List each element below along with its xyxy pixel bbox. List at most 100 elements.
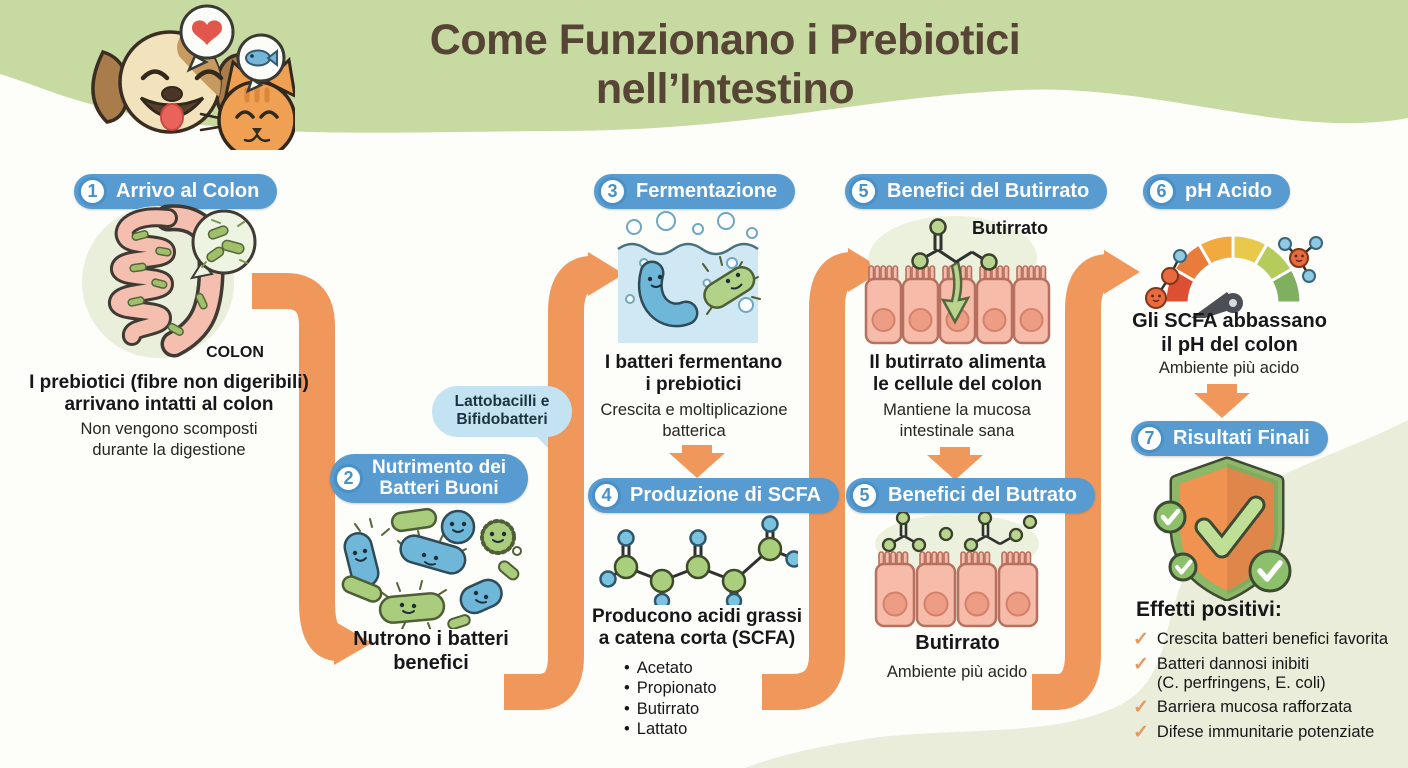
step3-sub-line2: batterica bbox=[662, 421, 726, 440]
step3-caption: I batteri fermentano i prebiotici bbox=[586, 352, 801, 397]
list-item: • Lattato bbox=[624, 720, 688, 739]
list-item: • Propionato bbox=[624, 679, 717, 698]
arrow-step2-to-step3 bbox=[504, 256, 594, 710]
shield-big-check-icon bbox=[1197, 498, 1263, 556]
magnifier-bacteria-icon bbox=[189, 209, 257, 280]
step4-title: Produzione di SCFA bbox=[630, 484, 822, 506]
step2-bold-line1: Nutrono i batteri bbox=[353, 628, 509, 650]
colon-cells-acid-illustration bbox=[874, 512, 1039, 628]
step5a-number-badge: 5 bbox=[849, 177, 878, 206]
page-title: Come Funzionano i Prebiotici nell’Intest… bbox=[429, 16, 1021, 113]
scfa-molecules-icon bbox=[881, 512, 1038, 553]
step3-sub-line1: Crescita e moltiplicazione bbox=[600, 401, 788, 419]
butyrate-down-arrow-icon bbox=[940, 259, 971, 325]
scfa-bullet-list: • Acetato • Propionato • Butirrato • Lat… bbox=[624, 658, 717, 740]
step7-header: 7 Risultati Finali bbox=[1131, 421, 1328, 456]
step3-subcaption: Crescita e moltiplicazione batterica bbox=[578, 400, 810, 441]
step5a-header: 5 Benefici del Butirrato bbox=[845, 174, 1108, 209]
step6-bold-line1: Gli SCFA abbassano bbox=[1132, 310, 1327, 332]
colon-cells-illustration bbox=[864, 216, 1051, 345]
step5b-number-badge: 5 bbox=[850, 481, 879, 510]
bullet-icon: • bbox=[624, 699, 630, 718]
colon-label: COLON bbox=[206, 344, 264, 361]
speech-bubble: Lattobacilli e Bifidobatteri bbox=[432, 386, 572, 448]
fish-bubble-icon bbox=[236, 33, 286, 94]
bacteria-group-illustration bbox=[341, 507, 522, 629]
step3-header: 3 Fermentazione bbox=[594, 174, 796, 209]
effects-heading: Effetti positivi: bbox=[1136, 598, 1282, 621]
intestine-illustration bbox=[82, 204, 257, 358]
step6-title: pH Acido bbox=[1185, 180, 1273, 202]
fermentation-illustration bbox=[617, 211, 761, 343]
effects-checklist: ✓ Crescita batteri benefici favorita ✓ B… bbox=[1133, 630, 1403, 742]
arrowhead-step5 bbox=[848, 248, 884, 292]
step5b-title: Benefici del Butrato bbox=[888, 484, 1077, 506]
arrowhead-step2 bbox=[334, 621, 372, 665]
step1-bold-line1: I prebiotici (fibre non digeribili) bbox=[29, 372, 309, 393]
step1-header: 1 Arrivo al Colon bbox=[74, 174, 278, 209]
step3-bold-line1: I batteri fermentano bbox=[604, 352, 783, 373]
step6-number-badge: 6 bbox=[1147, 177, 1176, 206]
arrowhead-step4 bbox=[669, 453, 725, 478]
acid-molecule-left-icon bbox=[1145, 249, 1187, 309]
step5a-caption: Il butirrato alimenta le cellule del col… bbox=[845, 352, 1070, 397]
arrowhead-step6 bbox=[1104, 250, 1140, 294]
step7-number-badge: 7 bbox=[1135, 424, 1164, 453]
step4-header: 4 Produzione di SCFA bbox=[588, 478, 840, 513]
step1-subcaption: Non vengono scomposti durante la digesti… bbox=[0, 419, 338, 460]
step3-number-badge: 3 bbox=[598, 177, 627, 206]
pets-header-illustration bbox=[91, 4, 295, 150]
step2-header: 2 Nutrimento dei Batteri Buoni bbox=[330, 454, 529, 503]
step1-number-badge: 1 bbox=[78, 177, 107, 206]
step5a-sub-line2: intestinale sana bbox=[899, 421, 1015, 440]
checklist-item: ✓ Crescita batteri benefici favorita bbox=[1133, 629, 1389, 650]
scfa-molecule-illustration bbox=[599, 515, 798, 605]
step1-bold-line2: arrivano intatti al colon bbox=[64, 394, 274, 416]
check-badge-icons bbox=[1153, 500, 1292, 593]
checklist-item: ✓ Difese immunitarie potenziate bbox=[1133, 722, 1375, 744]
list-item: • Acetato bbox=[624, 659, 693, 677]
step5a-title: Benefici del Butirrato bbox=[887, 180, 1090, 202]
arrow-step4-to-step5 bbox=[762, 252, 854, 710]
step5b-sub: Ambiente più acido bbox=[886, 663, 1028, 681]
step3-title: Fermentazione bbox=[636, 180, 778, 202]
step4-bold-line1: Producono acidi grassi bbox=[591, 606, 803, 627]
butyrate-molecule-icon bbox=[911, 218, 998, 271]
step5a-bold-line1: Il butirrato alimenta bbox=[869, 352, 1046, 373]
step3-bold-line2: i prebiotici bbox=[645, 374, 742, 396]
list-item: • Butirrato bbox=[624, 699, 700, 718]
bullet-icon: • bbox=[624, 679, 630, 698]
arrowhead-step3 bbox=[588, 252, 624, 296]
arrow-step5-to-step6 bbox=[1032, 254, 1110, 710]
ph-gauge-illustration bbox=[1145, 233, 1323, 318]
step4-caption: Producono acidi grassi a catena corta (S… bbox=[578, 606, 816, 651]
arrow-step1-to-step2 bbox=[252, 273, 341, 661]
shield-check-illustration bbox=[1153, 456, 1292, 601]
step6-header: 6 pH Acido bbox=[1143, 174, 1291, 209]
check-icon: ✓ bbox=[1133, 697, 1149, 719]
step2-title: Nutrimento dei Batteri Buoni bbox=[372, 457, 507, 500]
step5b-header: 5 Benefici del Butrato bbox=[846, 478, 1095, 513]
acid-molecule-right-icon bbox=[1278, 236, 1323, 283]
gauge-arc bbox=[1163, 233, 1303, 305]
step5a-sub-line1: Mantiene la mucosa bbox=[883, 401, 1031, 419]
checklist-item: ✓ Batteri dannosi inibiti (C. perfringen… bbox=[1133, 654, 1326, 692]
step5a-subcaption: Mantiene la mucosa intestinale sana bbox=[852, 400, 1062, 441]
bullet-icon: • bbox=[624, 720, 630, 739]
step1-title: Arrivo al Colon bbox=[116, 180, 260, 202]
step4-number-badge: 4 bbox=[592, 481, 621, 510]
step1-caption: I prebiotici (fibre non digeribili) arri… bbox=[0, 372, 338, 417]
arrowhead-step5b bbox=[927, 455, 983, 480]
check-icon: ✓ bbox=[1133, 722, 1149, 744]
step6-sub: Ambiente più acido bbox=[1158, 359, 1300, 377]
step7-title: Risultati Finali bbox=[1173, 427, 1310, 449]
step2-caption: Nutrono i batteri benefici bbox=[320, 628, 542, 675]
bubble-line2: Bifidobatteri bbox=[456, 411, 548, 429]
step6-caption: Gli SCFA abbassano il pH del colon bbox=[1122, 310, 1337, 357]
checklist-item: ✓ Barriera mucosa rafforzata bbox=[1133, 697, 1352, 719]
arrowhead-step7 bbox=[1194, 393, 1250, 418]
step2-number-badge: 2 bbox=[334, 463, 363, 493]
step1-sub-line2: durante la digestione bbox=[92, 440, 246, 459]
